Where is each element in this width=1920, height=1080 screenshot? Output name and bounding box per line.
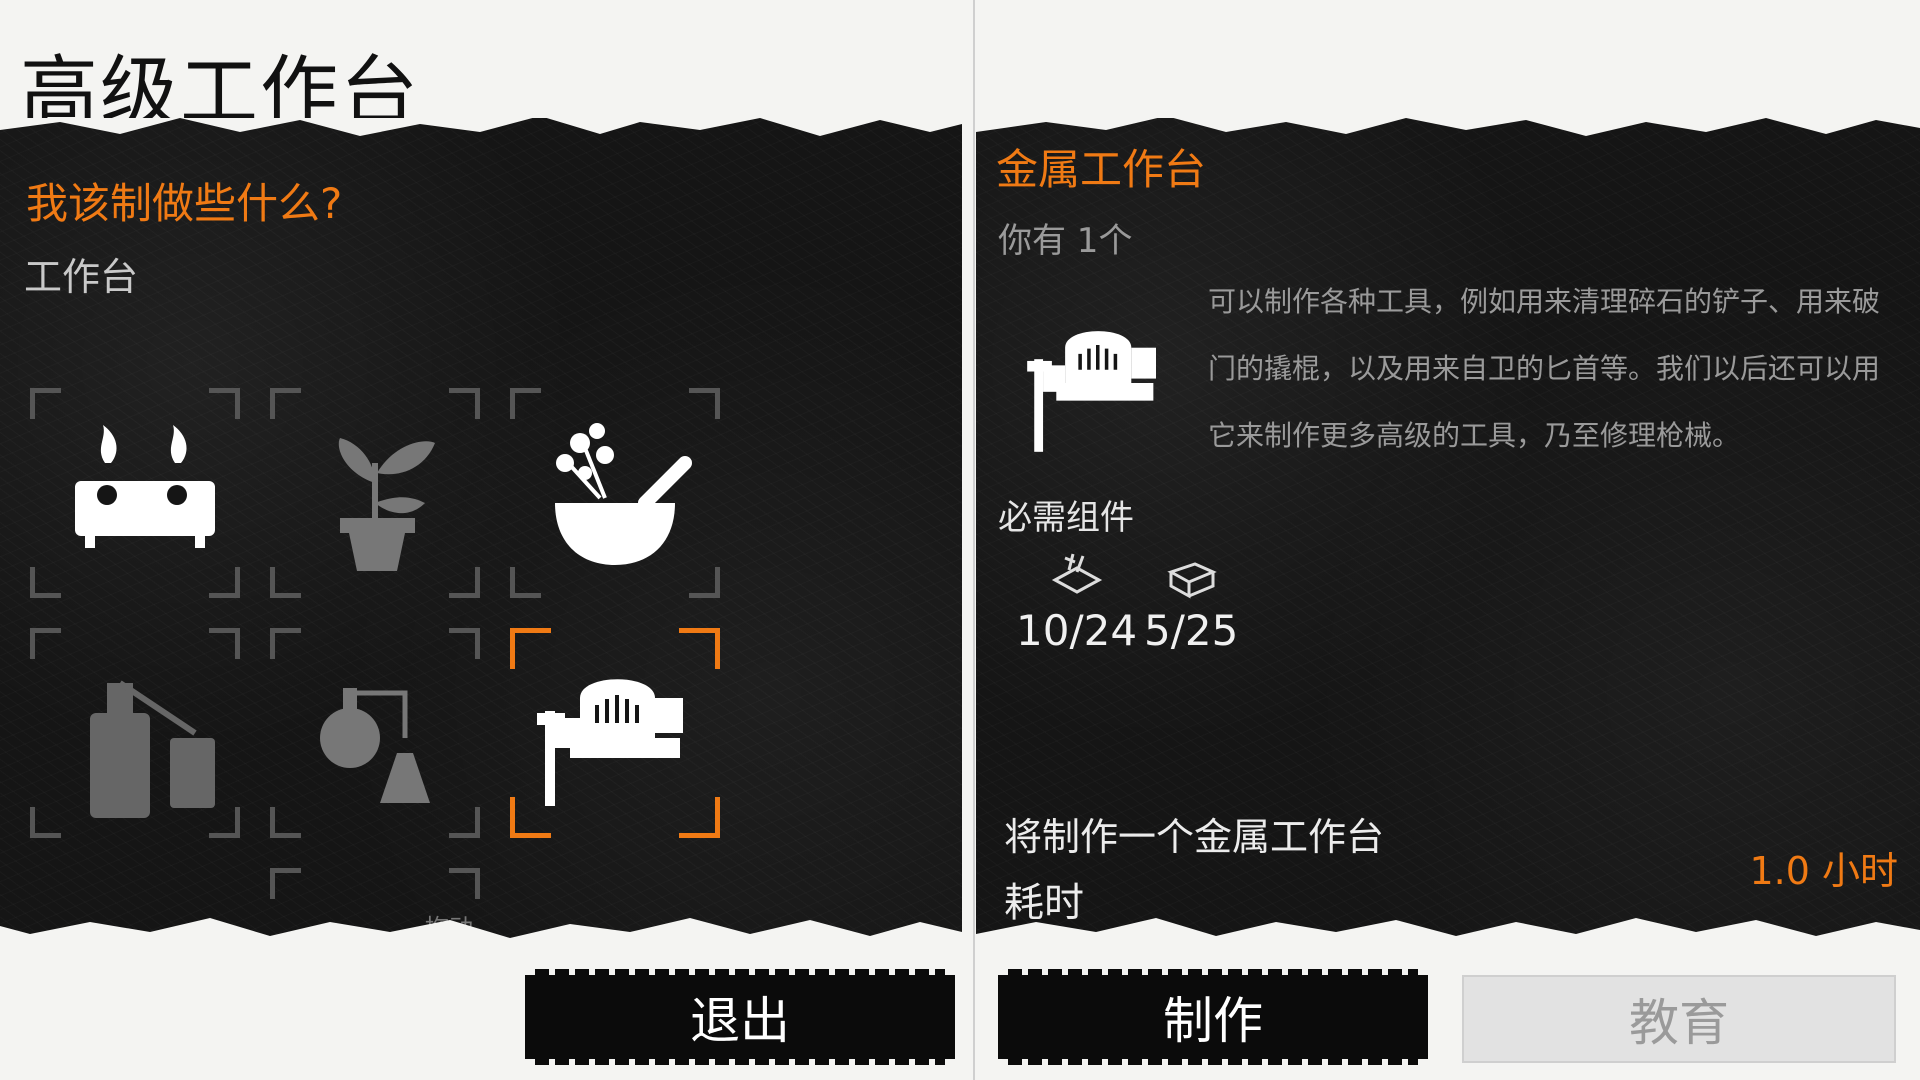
- time-label: 耗时: [1004, 880, 1084, 926]
- will-make-text: 将制作一个金属工作台: [1004, 815, 1385, 859]
- gas-stove-icon: [75, 425, 215, 548]
- component-1-count: 10/24: [1016, 606, 1138, 655]
- wood-block-icon: [1167, 562, 1217, 599]
- metal-vise-icon: [1027, 331, 1156, 452]
- exit-button[interactable]: 退出: [525, 969, 955, 1065]
- recipe-slot-metal-workbench[interactable]: [510, 628, 720, 838]
- item-description: 可以制作各种工具，例如用来清理碎石的铲子、用来破门的撬棍，以及用来自卫的匕首等。…: [1208, 285, 1881, 452]
- distiller-icon: [90, 680, 215, 818]
- torn-edge-bottom: [976, 918, 1920, 940]
- craft-button[interactable]: 制作: [998, 969, 1428, 1065]
- torn-edge-bottom: [0, 918, 962, 940]
- recipe-slot-potted-plant[interactable]: [270, 388, 480, 598]
- recipe-slot-herbs-mortar[interactable]: [510, 388, 720, 598]
- torn-edge-top: [976, 118, 1920, 136]
- owned-count: 你有 1个: [998, 221, 1133, 261]
- component-2: 5/25: [1144, 550, 1238, 655]
- recipe-slot-chemistry[interactable]: [270, 628, 480, 838]
- torn-edge-top: [0, 118, 962, 136]
- herbs-mortar-icon: [555, 423, 692, 565]
- recipe-slot-partial[interactable]: [270, 868, 480, 938]
- required-components-label: 必需组件: [998, 498, 1134, 538]
- educate-button[interactable]: 教育: [1462, 975, 1896, 1063]
- recipe-slot-distiller[interactable]: [30, 628, 240, 838]
- potted-plant-icon: [338, 438, 435, 571]
- metal-vise-icon: [537, 679, 683, 806]
- time-value: 1.0 小时: [1749, 849, 1898, 893]
- recipe-slot-gas-stove[interactable]: [30, 388, 240, 598]
- center-divider: [973, 0, 975, 1080]
- category-label: 工作台: [24, 255, 139, 299]
- components-icon: [1051, 553, 1102, 594]
- recipe-panel: 我该制做些什么? 工作台: [0, 118, 962, 940]
- craft-question: 我该制做些什么?: [26, 179, 343, 228]
- item-detail-panel: 金属工作台 你有 1个 可以制作各种工具，例如用来清理碎石的铲子、用来破门的撬棍…: [976, 118, 1920, 940]
- component-1: 10/24: [1016, 550, 1137, 655]
- item-name: 金属工作台: [996, 145, 1207, 194]
- chemistry-flask-icon: [320, 688, 430, 803]
- component-2-count: 5/25: [1144, 606, 1239, 655]
